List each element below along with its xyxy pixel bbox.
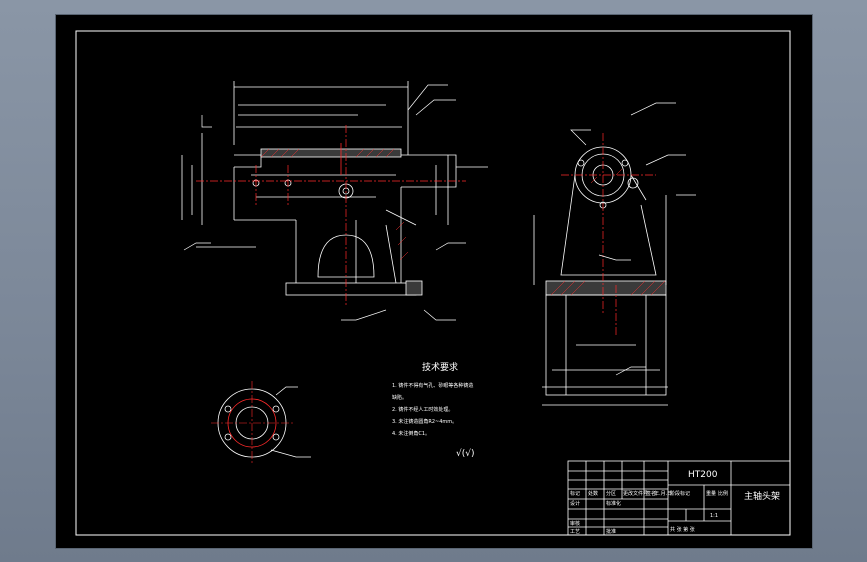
tb-sign: 签名 xyxy=(646,490,656,497)
tb-standard: 标准化 xyxy=(606,500,621,507)
title-block-frame xyxy=(567,460,791,536)
tech-note-2: 缺陷。 xyxy=(392,394,407,401)
side-view-hatching xyxy=(550,168,666,296)
part-name-label: 主轴头架 xyxy=(744,490,780,502)
tb-sheets: 共 张 第 张 xyxy=(670,526,695,533)
tb-approve: 批准 xyxy=(606,528,616,535)
material-label: HT200 xyxy=(688,470,718,480)
tb-ratio-value: 1:1 xyxy=(710,513,718,519)
front-view-hatching xyxy=(260,148,409,261)
tech-note-1: 1. 铸件不得有气孔、砂眼等各种铸造 xyxy=(392,382,473,389)
side-view-leaders xyxy=(570,102,686,376)
tb-designer: 设计 xyxy=(570,500,580,507)
tb-zone: 分区 xyxy=(606,490,616,497)
flange-view xyxy=(217,386,311,458)
tb-date: 年.月.日 xyxy=(654,490,672,497)
tb-process: 工艺 xyxy=(570,529,580,535)
front-view-leaders xyxy=(183,84,466,321)
tb-mark: 标记 xyxy=(570,490,580,497)
drawing-canvas: HT200 主轴头架 标记 处数 分区 更改文件号 签名 年.月.日 设计 标准… xyxy=(75,30,791,536)
cad-viewport[interactable]: HT200 主轴头架 标记 处数 分区 更改文件号 签名 年.月.日 设计 标准… xyxy=(55,14,813,549)
tb-ratio: 比例 xyxy=(718,490,728,497)
side-view xyxy=(533,146,696,406)
front-view-centerlines xyxy=(196,125,466,305)
tb-check: 审核 xyxy=(570,520,580,527)
tech-note-4: 3. 未注铸造圆角R2~4mm。 xyxy=(392,418,457,425)
tech-note-3: 2. 铸件不经人工时效处理。 xyxy=(392,406,453,413)
roughness-general: √(√) xyxy=(456,448,475,459)
tech-note-5: 4. 未注倒角C1。 xyxy=(392,430,430,437)
side-view-centerlines xyxy=(561,133,656,335)
tb-count: 处数 xyxy=(588,490,598,497)
tb-stage: 阶段标记 xyxy=(670,490,690,497)
tb-doc: 更改文件号 xyxy=(623,490,648,497)
drawing-border xyxy=(75,30,791,536)
front-view xyxy=(181,81,488,296)
tech-title: 技术要求 xyxy=(422,361,458,373)
tb-weight: 重量 xyxy=(706,490,716,497)
